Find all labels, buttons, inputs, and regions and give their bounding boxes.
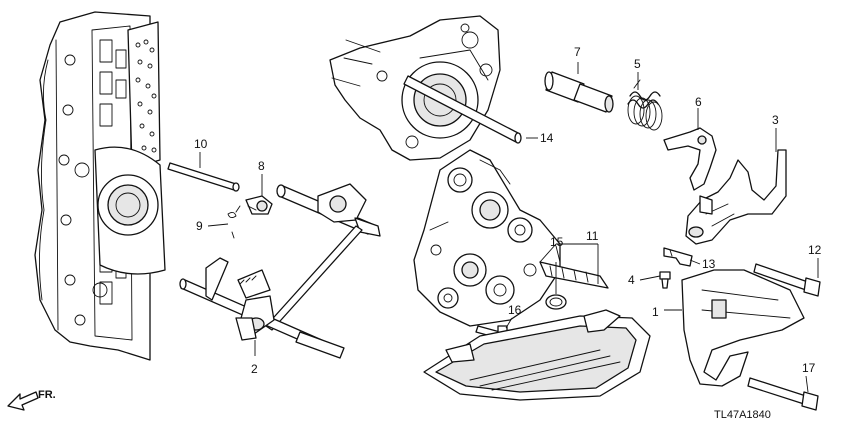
callout-8: 8 [258,159,265,173]
shaft-part-14 [403,75,522,144]
front-direction-marker: FR. [7,389,56,411]
shift-shaft-assembly-part-2 [179,183,381,359]
coil-spring-part-5 [627,79,663,131]
o-ring-part-15 [545,294,567,310]
front-arrow-icon [7,391,39,411]
transmission-case-left [34,11,166,361]
callout-14: 14 [540,131,554,145]
callout-16: 16 [508,303,522,317]
diagram-code: TL47A1840 [714,409,771,421]
shift-fork-part-3 [685,149,787,245]
callout-9: 9 [196,219,203,233]
callout-6: 6 [695,95,702,109]
callout-12: 12 [808,243,822,257]
callout-3: 3 [772,113,779,127]
dowel-pin-part-10 [167,162,240,192]
callout-5: 5 [634,57,641,71]
callout-17: 17 [802,361,816,375]
bracket-part-6 [663,127,717,191]
callout-2: 2 [251,362,258,376]
callout-1: 1 [652,305,659,319]
callout-13: 13 [702,257,716,271]
oil-strainer [423,309,651,401]
callout-10: 10 [194,137,208,151]
filter-element-part-11 [539,261,609,289]
cover-plate-part-1 [681,269,805,387]
bolt-part-4 [659,271,671,289]
bolt-part-12 [753,263,821,297]
valve-body-housing [413,149,561,327]
shift-fork-clip-part-8 [245,195,273,215]
stepped-shaft-part-7 [544,71,614,113]
callout-7: 7 [574,45,581,59]
callout-4: 4 [628,273,635,287]
clip-part-13 [663,247,693,267]
spring-part-9 [227,205,241,239]
callout-11: 11 [586,229,599,243]
callout-leader-lines [199,62,819,393]
front-direction-label: FR. [38,389,56,401]
bolt-part-17 [747,377,819,411]
callout-15: 15 [550,235,564,249]
